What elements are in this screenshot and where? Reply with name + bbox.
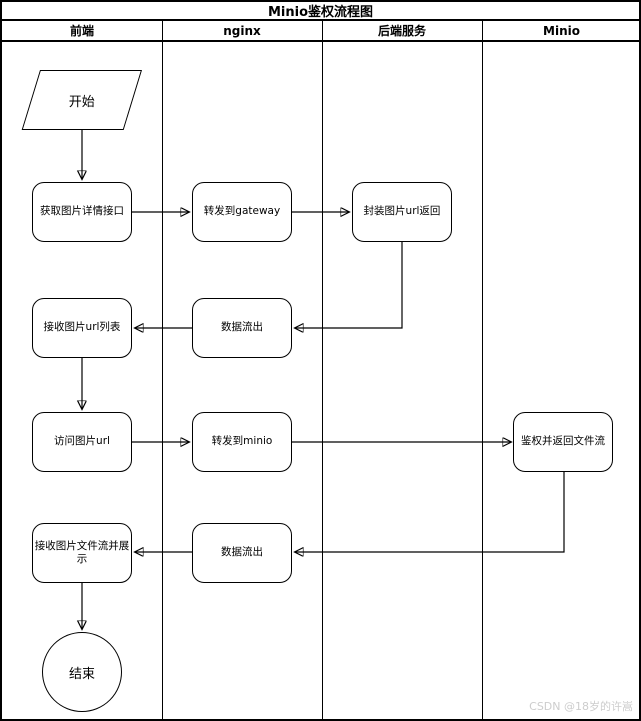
node-end: 结束 — [42, 632, 122, 712]
lane-header-nginx: nginx — [223, 23, 261, 38]
lane-header-separator — [2, 40, 639, 42]
node-access-url: 访问图片url — [32, 412, 132, 472]
node-start-label: 开始 — [68, 94, 95, 110]
lane-header-frontend: 前端 — [69, 24, 94, 38]
node-data-out-1: 数据流出 — [192, 298, 292, 358]
lane-divider-1 — [162, 21, 163, 719]
node-start: 开始 — [21, 70, 142, 130]
node-receive-url-list: 接收图片url列表 — [32, 298, 132, 358]
node-get-detail: 获取图片详情接口 — [32, 182, 132, 242]
node-forward-minio: 转发到minio — [192, 412, 292, 472]
node-auth-return-stream: 鉴权并返回文件流 — [513, 412, 613, 472]
connector-wrap-url-to-data-out-1 — [295, 242, 403, 328]
lane-divider-2 — [322, 21, 323, 719]
node-forward-gateway: 转发到gateway — [192, 182, 292, 242]
watermark-text: CSDN @18岁的许嵩 — [529, 700, 633, 713]
lane-header-backend: 后端服务 — [377, 24, 426, 38]
diagram-title: Minio鉴权流程图 — [2, 2, 639, 21]
node-receive-stream-display: 接收图片文件流并展示 — [32, 523, 132, 583]
lane-divider-3 — [482, 21, 483, 719]
node-wrap-url: 封装图片url返回 — [352, 182, 452, 242]
connector-auth-return-to-data-out-2 — [295, 472, 565, 552]
lane-header-minio: Minio — [543, 23, 580, 38]
node-data-out-2: 数据流出 — [192, 523, 292, 583]
